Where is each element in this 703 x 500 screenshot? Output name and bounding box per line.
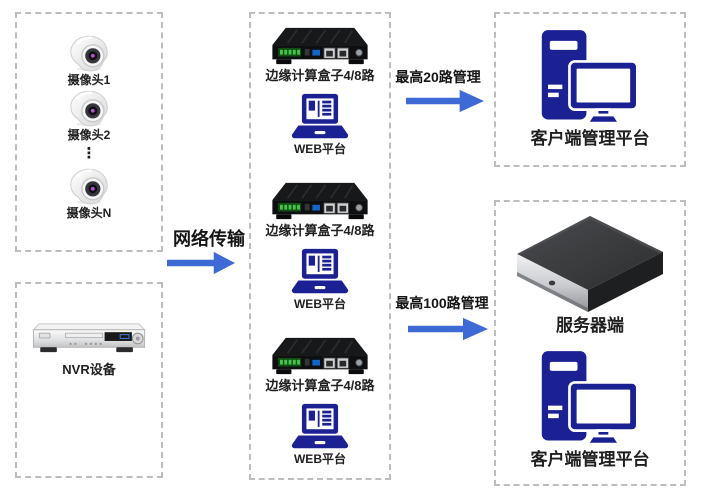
edge-compute-panel: 边缘计算盒子4/8路 WEB平台 边缘计算盒子4/8路 WEB平台 边缘计算盒子… bbox=[249, 12, 391, 480]
desktop-computer-icon bbox=[540, 29, 640, 126]
vertical-ellipsis: ⋮ bbox=[81, 144, 97, 162]
web-laptop-icon bbox=[291, 93, 349, 140]
edge-compute-device-icon bbox=[270, 336, 370, 376]
edge-device-label: 边缘计算盒子4/8路 bbox=[265, 378, 375, 393]
camera-label: 摄像头1 bbox=[67, 73, 111, 87]
server-box: 服务器端 客户端管理平台 bbox=[494, 200, 686, 486]
web-laptop-icon bbox=[291, 248, 349, 295]
nvr-label: NVR设备 bbox=[62, 362, 116, 377]
camera-label: 摄像头N bbox=[66, 205, 112, 220]
max-100-channel-label: 最高100路管理 bbox=[395, 295, 489, 311]
client-platform-label: 客户端管理平台 bbox=[530, 450, 650, 470]
dome-camera-icon bbox=[66, 165, 112, 205]
web-platform-label: WEB平台 bbox=[293, 451, 346, 466]
web-platform-label: WEB平台 bbox=[293, 296, 346, 311]
edge-device-label: 边缘计算盒子4/8路 bbox=[265, 68, 375, 83]
max-20-channel-label: 最高20路管理 bbox=[395, 69, 481, 85]
arrow-right-icon bbox=[408, 317, 488, 341]
network-transport-label: 网络传输 bbox=[173, 229, 245, 249]
network-transport-arrow-icon bbox=[167, 251, 235, 275]
camera-item: 摄像头1 bbox=[66, 32, 112, 87]
camera-label: 摄像头2 bbox=[67, 128, 111, 143]
client-platform-label: 客户端管理平台 bbox=[530, 129, 650, 148]
desktop-computer-icon bbox=[540, 350, 640, 447]
camera-item: 摄像头N bbox=[66, 165, 112, 220]
web-laptop-icon bbox=[291, 403, 349, 450]
nvr-device-icon bbox=[30, 320, 148, 359]
edge-device-label: 边缘计算盒子4/8路 bbox=[265, 223, 375, 238]
client-platform-box: 客户端管理平台 bbox=[494, 12, 686, 167]
web-platform-label: WEB平台 bbox=[293, 141, 346, 156]
server-icon bbox=[515, 214, 665, 314]
server-label: 服务器端 bbox=[556, 316, 624, 335]
dome-camera-icon bbox=[66, 32, 112, 72]
edge-group: 边缘计算盒子4/8路 WEB平台 bbox=[265, 26, 375, 156]
arrow-right-icon bbox=[406, 89, 484, 113]
edge-compute-device-icon bbox=[270, 181, 370, 221]
edge-group: 边缘计算盒子4/8路 WEB平台 bbox=[265, 181, 375, 311]
nvr-box: NVR设备 bbox=[15, 282, 163, 478]
dome-camera-icon bbox=[66, 87, 112, 127]
edge-group: 边缘计算盒子4/8路 WEB平台 bbox=[265, 336, 375, 466]
camera-item: 摄像头2 bbox=[66, 87, 112, 142]
camera-group-box: 摄像头1 摄像头2 ⋮ 摄像头N bbox=[15, 12, 163, 252]
edge-compute-device-icon bbox=[270, 26, 370, 66]
